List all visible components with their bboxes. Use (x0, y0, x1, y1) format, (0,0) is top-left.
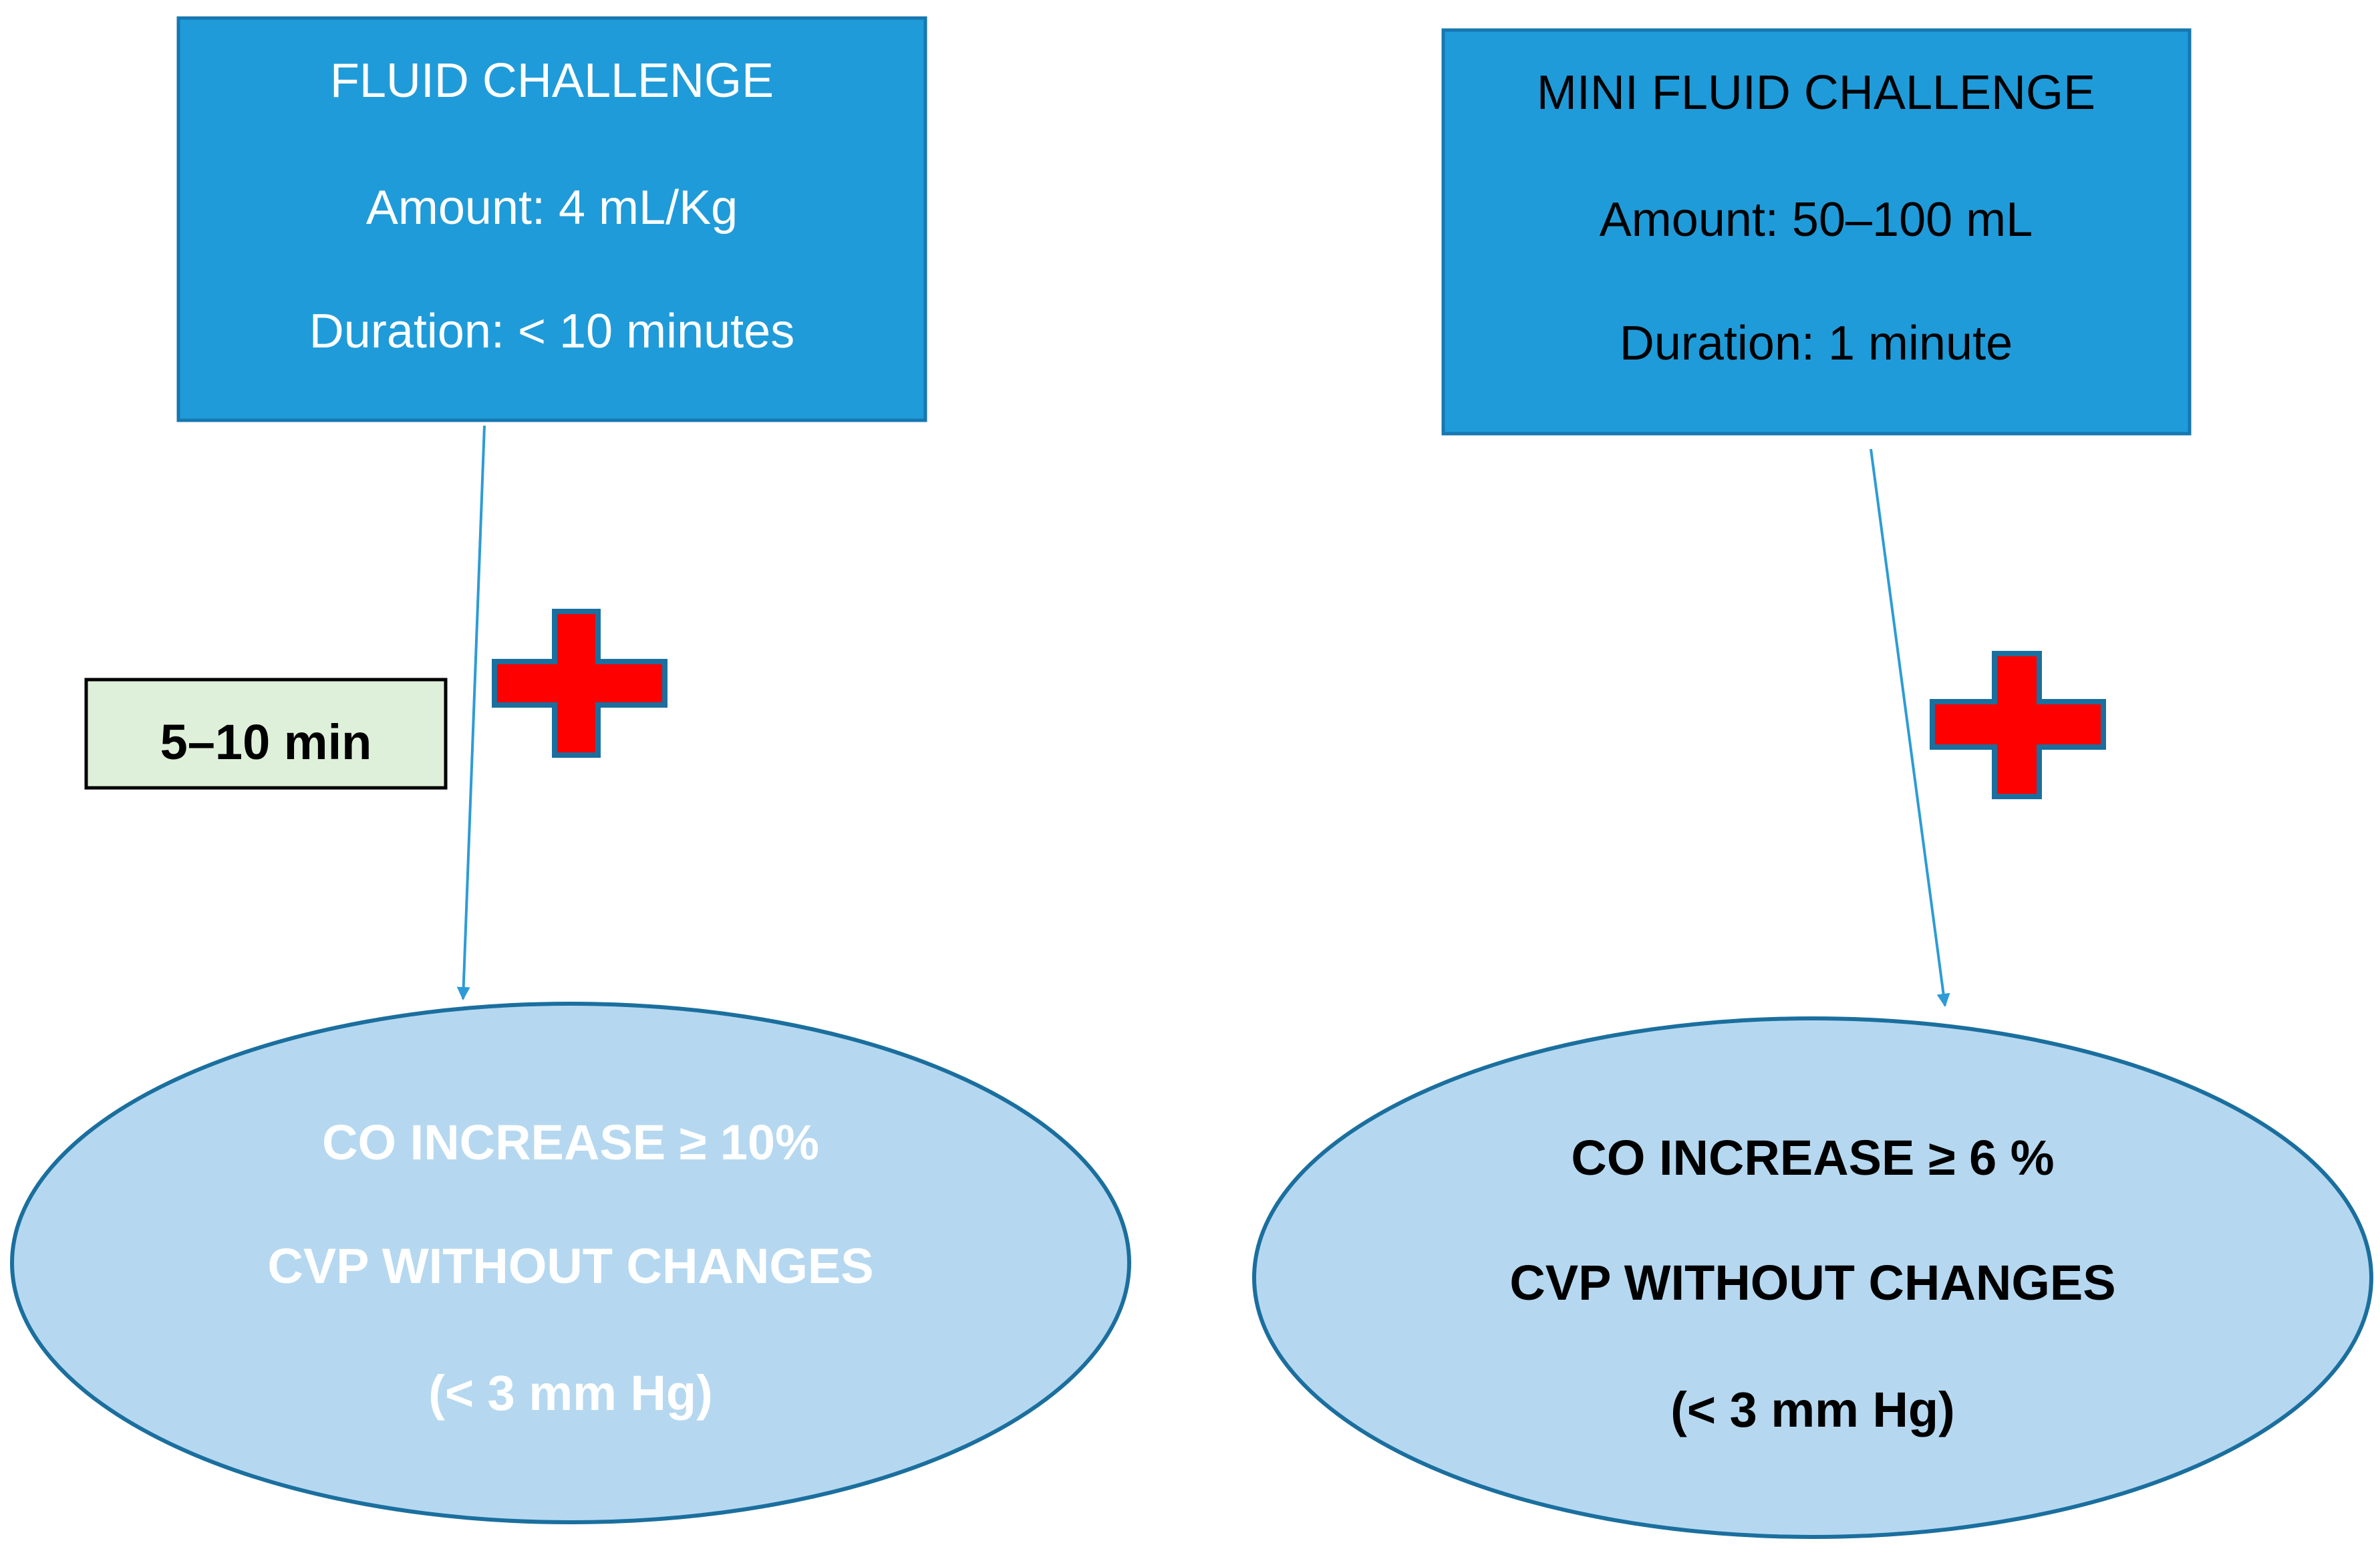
left-oval-co-increase: CO INCREASE ≥ 10% (322, 1115, 819, 1170)
fluid-challenge-duration: Duration: < 10 minutes (309, 305, 794, 358)
red-cross-icon (492, 609, 667, 758)
mini-fluid-challenge-amount: Amount: 50–100 mL (1600, 193, 2033, 247)
right-oval-co-increase: CO INCREASE ≥ 6 % (1571, 1130, 2054, 1185)
left-oval-cvp: CVP WITHOUT CHANGES (267, 1238, 873, 1294)
mini-fluid-challenge-duration: Duration: 1 minute (1620, 317, 2013, 370)
fluid-challenge-box (176, 16, 927, 422)
fluid-challenge-result-oval (10, 1002, 1131, 1524)
mini-fluid-challenge-result-oval (1252, 1016, 2373, 1539)
right-oval-cvp-threshold: (< 3 mm Hg) (1670, 1382, 1955, 1437)
mini-fluid-challenge-box (1441, 28, 2192, 436)
left-oval-cvp-threshold: (< 3 mm Hg) (428, 1365, 713, 1421)
right-oval-cvp: CVP WITHOUT CHANGES (1509, 1255, 2115, 1310)
red-cross-icon (1930, 651, 2106, 799)
fluid-challenge-title: FLUID CHALLENGE (330, 54, 774, 108)
fluid-challenge-amount: Amount: 4 mL/Kg (366, 181, 738, 235)
right-column: MINI FLUID CHALLENGE Amount: 50–100 mL D… (1252, 28, 2373, 1539)
timer-badge-box (84, 678, 448, 790)
left-arrow (456, 425, 486, 1000)
mini-fluid-challenge-title: MINI FLUID CHALLENGE (1537, 66, 2095, 120)
timer-badge-label: 5–10 min (160, 714, 372, 770)
left-column: FLUID CHALLENGE Amount: 4 mL/Kg Duration… (10, 16, 1131, 1524)
timer-badge: 5–10 min (84, 678, 448, 790)
right-arrow (1870, 448, 1950, 1007)
